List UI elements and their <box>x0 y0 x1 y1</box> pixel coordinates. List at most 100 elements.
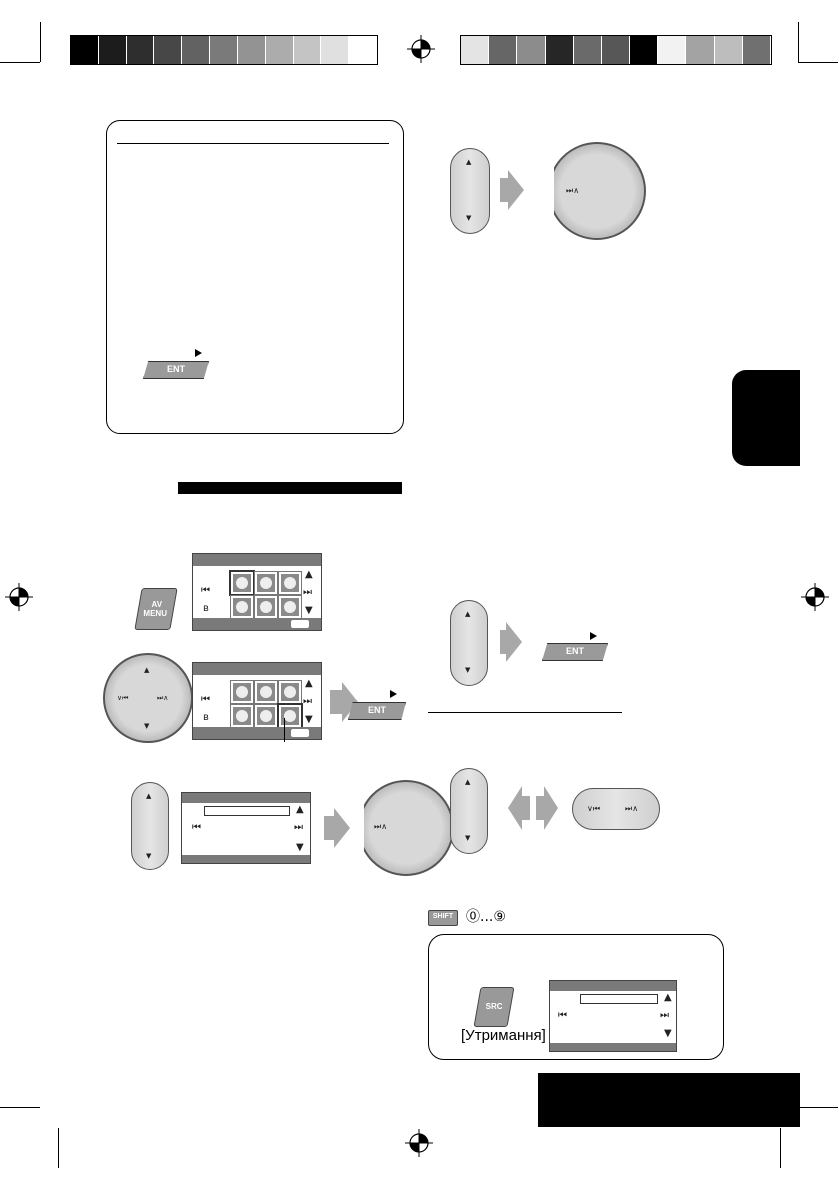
settings-icon[interactable] <box>231 572 253 594</box>
bluetooth-icon: ʙ <box>203 712 209 723</box>
ent-button-label: ENT <box>368 705 386 715</box>
prev-track-icon: ⏮ <box>558 1010 567 1021</box>
calibration-swatch <box>154 36 182 64</box>
equalizer-icon[interactable] <box>255 572 277 594</box>
calibration-swatch <box>714 36 742 64</box>
calibration-swatch <box>210 36 237 64</box>
text-entry-screen: ▲ ⏮ ⏭ ▼ <box>549 980 677 1052</box>
down-arrow-icon: ▼ <box>664 1028 672 1039</box>
clock-icon[interactable] <box>231 705 253 727</box>
up-arrow-icon: ▲ <box>296 804 304 815</box>
play-icon <box>590 632 597 640</box>
play-icon <box>195 349 202 357</box>
calibration-swatch <box>489 36 517 64</box>
play-icon <box>390 690 397 698</box>
section-header-bar <box>178 482 402 494</box>
bluetooth-icon[interactable] <box>279 705 301 727</box>
next-track-icon: ⏭∧ <box>374 822 388 831</box>
calibration-swatch <box>293 36 321 64</box>
prev-track-icon: ⏮ <box>192 822 201 833</box>
src-hold-panel: SRC [Утримання] ▲ ⏮ ⏭ ▼ <box>428 934 724 1060</box>
page-footer-box <box>538 1073 800 1127</box>
calibration-swatch <box>573 36 601 64</box>
down-arrow-icon: ▼ <box>144 722 150 730</box>
screen-footer <box>193 618 321 630</box>
screen-footer <box>193 727 321 739</box>
text-entry-field[interactable] <box>580 994 658 1004</box>
settings-icon[interactable] <box>231 681 253 703</box>
calibration-swatch <box>601 36 630 64</box>
ent-button[interactable]: ENT <box>143 361 209 379</box>
shift-label: SHIFT <box>432 913 454 920</box>
preset-keys-label: ⓪...⑨ <box>466 909 506 925</box>
calibration-bar-left <box>70 35 378 65</box>
calibration-swatch <box>742 36 770 64</box>
control-dial[interactable]: ⏭∧ <box>554 142 646 240</box>
horizontal-knob[interactable]: ∨⏮ ⏭∧ <box>572 788 660 830</box>
next-track-icon: ⏭ <box>303 696 312 707</box>
scroll-control[interactable]: ▲ ▼ <box>131 782 169 870</box>
ent-button-label: ENT <box>167 364 185 374</box>
step-arrow-head <box>508 170 524 210</box>
scroll-control[interactable]: ▲ ▼ <box>450 148 490 234</box>
down-arrow-icon: ▼ <box>465 666 471 674</box>
calibration-swatch <box>686 36 714 64</box>
language-side-tab <box>732 370 800 466</box>
calibration-swatch <box>265 36 293 64</box>
down-arrow-icon: ▼ <box>466 214 472 222</box>
crop-mark <box>0 1107 40 1108</box>
scroll-control[interactable]: ▲ ▼ <box>450 600 488 686</box>
step-arrow-head <box>334 808 350 848</box>
next-track-icon: ⏭∧ <box>157 694 169 702</box>
next-track-icon: ⏭ <box>294 822 303 833</box>
control-knob[interactable]: ▲ ∨⏮ ⏭∧ ▼ <box>103 653 193 743</box>
equalizer-icon[interactable] <box>255 681 277 703</box>
next-track-icon: ⏭ <box>660 1010 669 1021</box>
crop-mark <box>58 1128 59 1168</box>
crop-mark <box>780 1128 781 1168</box>
prev-track-icon: ∨⏮ <box>117 694 129 702</box>
screen-header <box>193 663 321 675</box>
up-arrow-icon: ▲ <box>305 678 313 689</box>
calibration-swatch <box>630 36 658 64</box>
step-arrow <box>324 816 336 840</box>
scroll-control[interactable]: ▲ ▼ <box>450 768 488 854</box>
calibration-swatch <box>658 36 686 64</box>
ent-button[interactable]: ENT <box>542 643 608 661</box>
prev-track-icon: ⏮ <box>201 694 210 705</box>
up-arrow-icon: ▲ <box>146 792 152 800</box>
disc-icon[interactable] <box>279 681 301 703</box>
shift-button[interactable]: SHIFT <box>428 910 458 926</box>
text-entry-screen: ▲ ⏮ ⏭ ▼ <box>181 792 311 864</box>
calibration-swatch <box>237 36 265 64</box>
src-button[interactable]: SRC <box>473 987 515 1027</box>
calibration-swatch <box>182 36 210 64</box>
calibration-swatch <box>461 36 489 64</box>
prev-track-icon: ∨⏮ <box>587 804 601 813</box>
menu-screen-bluetooth: ⏮ ʙ ▲ ⏭ ▼ <box>192 662 322 740</box>
calibration-swatch <box>349 36 376 64</box>
clock-icon[interactable] <box>231 596 253 618</box>
down-arrow-icon: ▼ <box>305 714 313 725</box>
ent-button-label: ENT <box>566 646 584 656</box>
av-menu-button[interactable]: AV MENU <box>134 588 178 630</box>
src-label: SRC <box>485 1002 503 1011</box>
next-track-icon: ⏭ <box>303 587 312 598</box>
callout-line <box>284 718 285 742</box>
down-arrow-icon: ▼ <box>146 852 152 860</box>
registration-crosshair-icon <box>5 583 33 611</box>
crop-mark <box>798 62 838 63</box>
disc-icon[interactable] <box>279 572 301 594</box>
screen-header <box>550 981 676 991</box>
calibration-swatch <box>98 36 126 64</box>
calibration-swatch <box>71 36 98 64</box>
display-icon[interactable] <box>255 596 277 618</box>
next-track-icon: ⏭∧ <box>625 804 639 813</box>
display-icon[interactable] <box>255 705 277 727</box>
step-arrow <box>330 690 344 714</box>
ent-button[interactable]: ENT <box>348 702 406 720</box>
control-dial[interactable]: ⏭∧ <box>364 780 454 876</box>
text-entry-field[interactable] <box>204 806 290 816</box>
bluetooth-icon[interactable] <box>279 596 301 618</box>
down-arrow-icon: ▼ <box>305 605 313 616</box>
